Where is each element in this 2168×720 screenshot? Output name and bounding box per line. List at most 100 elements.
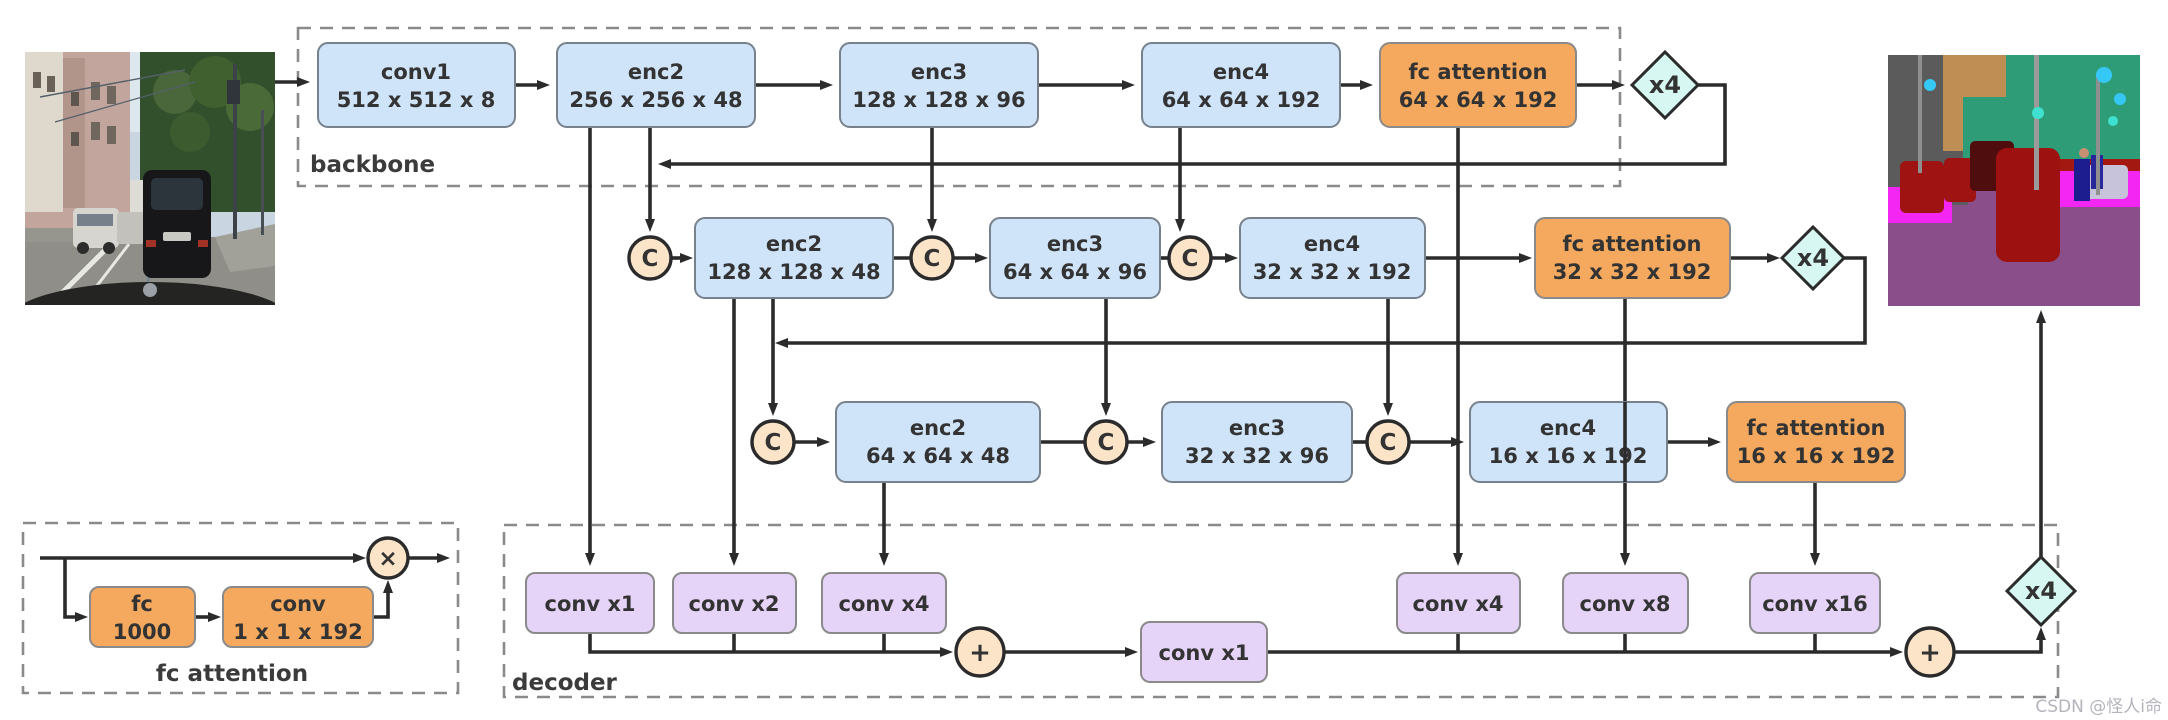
connector-x4-feedback-row2 — [775, 256, 1867, 348]
block-conv-x8 — [1562, 572, 1689, 634]
photo-detail — [261, 110, 264, 235]
multiply-node-label: × — [378, 546, 397, 572]
legend-fc-block — [89, 586, 196, 648]
block-fcattention-row2-title: fc attention — [1563, 232, 1702, 256]
photo-detail — [163, 232, 191, 241]
connectors — [40, 77, 2046, 657]
block-fcattention-row1-title: fc attention — [1409, 60, 1548, 84]
block-enc4-row3 — [1469, 401, 1668, 483]
seg-car — [1900, 161, 1944, 213]
block-enc2-row2-dims: 128 x 128 x 48 — [707, 260, 880, 284]
photo-car-small — [117, 212, 145, 244]
block-enc2-row2-title: enc2 — [766, 232, 822, 256]
block-enc4-row3-title: enc4 — [1540, 416, 1596, 440]
block-fcattention-row2-dims: 32 x 32 x 192 — [1553, 260, 1712, 284]
seg-pole — [2034, 55, 2039, 190]
photo-detail — [198, 240, 208, 247]
upsample-x4-top — [1629, 49, 1701, 121]
block-conv-x4-left-label: conv x4 — [839, 592, 930, 616]
fc-attention-legend-region — [21, 521, 460, 695]
concat-node-r3-2-label: C — [1098, 430, 1115, 456]
block-fcattention-row3-dims: 16 x 16 x 192 — [1737, 444, 1896, 468]
concat-node-r3-1 — [750, 419, 796, 465]
photo-detail — [146, 240, 156, 247]
block-conv-x16 — [1749, 572, 1881, 634]
concat-node-r2-2 — [909, 235, 955, 281]
block-enc3-row2-title: enc3 — [1047, 232, 1103, 256]
block-enc3-row1-dims: 128 x 128 x 96 — [852, 88, 1025, 112]
block-enc2-row3-title: enc2 — [910, 416, 966, 440]
legend-conv-title: conv — [270, 592, 326, 616]
block-conv-x4-left — [821, 572, 947, 634]
block-enc4-row1-dims: 64 x 64 x 192 — [1162, 88, 1321, 112]
photo-detail — [143, 283, 157, 297]
photo-detail — [91, 122, 100, 140]
decoder-label: decoder — [512, 670, 618, 696]
concat-node-r3-1-label: C — [765, 430, 782, 456]
upsample-x4-top-label: x4 — [1649, 71, 1681, 99]
photo-detail — [103, 242, 115, 254]
block-fcattention-row3 — [1726, 401, 1906, 483]
output-segmentation-image — [1888, 55, 2140, 306]
legend-fc-dims: 1000 — [113, 620, 171, 644]
block-enc3-row2 — [989, 217, 1161, 299]
connector-x4-feedback-row1 — [658, 83, 1727, 169]
block-enc4-row1 — [1141, 42, 1341, 128]
connector-sum2-x4 — [1954, 627, 2046, 654]
block-enc2-row1-title: enc2 — [628, 60, 684, 84]
block-enc3-row1 — [839, 42, 1039, 128]
legend-conv-block — [222, 586, 374, 648]
row3: C enc2 64 x 64 x 48 C enc3 32 x 32 x 96 … — [750, 401, 1906, 483]
legend-label: fc attention — [156, 661, 308, 687]
multiply-node — [366, 536, 410, 580]
photo-detail — [77, 242, 89, 254]
block-fcattention-row2 — [1534, 217, 1731, 299]
photo-building-white — [25, 52, 63, 212]
block-enc4-row2 — [1239, 217, 1426, 299]
photo-detail — [25, 52, 275, 305]
photo-sidewalk — [215, 224, 275, 272]
photo-detail — [107, 86, 116, 104]
block-fcattention-row1 — [1379, 42, 1577, 128]
block-conv-x16-label: conv x16 — [1762, 592, 1868, 616]
block-enc3-row1-title: enc3 — [911, 60, 967, 84]
photo-detail — [2032, 107, 2044, 119]
block-conv-x8-label: conv x8 — [1580, 592, 1671, 616]
block-conv-x2 — [672, 572, 797, 634]
photo-detail — [39, 69, 186, 98]
concat-node-r2-2-label: C — [924, 246, 941, 272]
photo-signal — [227, 80, 240, 104]
upsample-x4-middle-label: x4 — [1797, 244, 1829, 272]
block-conv1 — [317, 42, 516, 128]
block-conv1-title: conv1 — [381, 60, 451, 84]
photo-detail — [2108, 116, 2118, 126]
photo-detail — [71, 92, 79, 106]
block-conv-x4-right-label: conv x4 — [1413, 592, 1504, 616]
block-enc3-row3-title: enc3 — [1229, 416, 1285, 440]
row2: C enc2 128 x 128 x 48 C enc3 64 x 64 x 9… — [627, 217, 1731, 299]
photo-detail — [107, 126, 116, 144]
concat-node-r2-3 — [1167, 235, 1213, 281]
block-enc4-row2-title: enc4 — [1304, 232, 1360, 256]
sum-node-right-label: + — [1919, 638, 1941, 668]
upsample-x4-bottom-label: x4 — [2025, 577, 2057, 605]
block-conv-x1-middle — [1140, 621, 1268, 683]
photo-detail — [2079, 148, 2089, 158]
block-enc4-row2-dims: 32 x 32 x 192 — [1253, 260, 1412, 284]
concat-node-r3-3-label: C — [1380, 430, 1397, 456]
block-conv-x2-label: conv x2 — [689, 592, 780, 616]
photo-detail — [1924, 79, 1936, 91]
block-fcattention-row1-dims: 64 x 64 x 192 — [1399, 88, 1558, 112]
backbone-row: conv1 512 x 512 x 8 enc2 256 x 256 x 48 … — [317, 42, 1577, 128]
photo-detail — [1918, 55, 1922, 173]
block-conv-x4-right — [1396, 572, 1521, 634]
block-enc3-row3 — [1161, 401, 1353, 483]
block-enc2-row1 — [556, 42, 756, 128]
photo-detail — [2114, 93, 2126, 105]
block-conv-x1-left-label: conv x1 — [545, 592, 636, 616]
photo-pole — [233, 64, 237, 239]
block-fcattention-row3-title: fc attention — [1747, 416, 1886, 440]
photo-detail — [1944, 158, 1976, 202]
seg-light — [2096, 67, 2112, 83]
